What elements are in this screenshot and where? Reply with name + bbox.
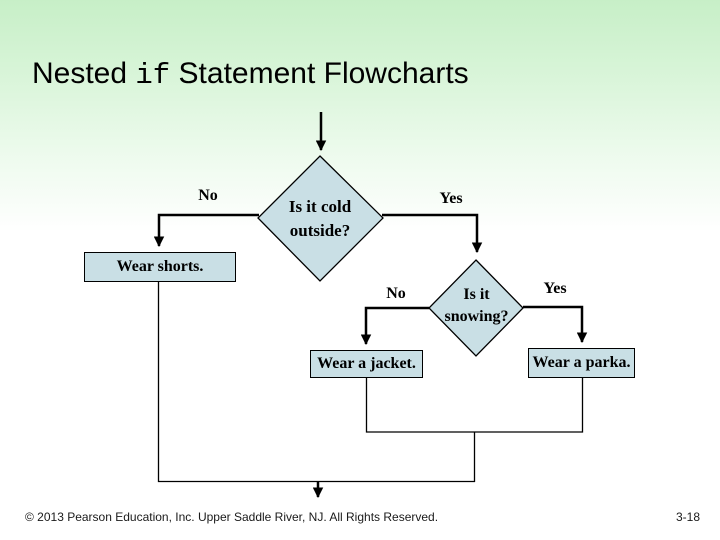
slide-title: Nested if Statement Flowcharts xyxy=(32,56,692,94)
process-box-wear-parka-label: Wear a parka. xyxy=(532,354,631,371)
decision1-no-label: No xyxy=(198,187,218,204)
title-text-suffix: Statement Flowcharts xyxy=(170,57,469,90)
decision1-yes-arrow xyxy=(382,213,483,254)
decision1-yes-label: Yes xyxy=(439,190,463,207)
decision2-text-line1: Is it xyxy=(463,286,490,303)
slide-page-number: 3-18 xyxy=(675,510,700,524)
decision2-yes-label: Yes xyxy=(543,280,567,297)
decision1-text-line2: outside? xyxy=(289,221,351,240)
decision2-no-label: No xyxy=(386,285,406,302)
decision1-diamond xyxy=(257,155,384,282)
merge-line-shorts-return xyxy=(157,282,475,483)
title-code-keyword: if xyxy=(135,59,171,92)
process-box-wear-parka: Wear a parka. xyxy=(528,348,635,378)
decision2-yes-arrow xyxy=(523,305,588,344)
decision2-no-arrow xyxy=(360,306,429,346)
process-box-wear-jacket-label: Wear a jacket. xyxy=(317,355,416,372)
process-box-wear-jacket: Wear a jacket. xyxy=(310,350,423,378)
process-box-wear-shorts: Wear shorts. xyxy=(84,252,236,282)
decision1-text: Is it cold outside? xyxy=(257,195,383,243)
decision1-no-arrow xyxy=(153,213,259,248)
decision2-text: Is it snowing? xyxy=(429,284,524,328)
footer-copyright: © 2013 Pearson Education, Inc. Upper Sad… xyxy=(25,510,439,524)
process-box-wear-shorts-label: Wear shorts. xyxy=(116,258,204,275)
decision2-diamond xyxy=(428,259,524,357)
merge-line-jacket-parka xyxy=(365,378,584,433)
title-text-prefix: Nested xyxy=(32,57,136,90)
decision1-text-line1: Is it cold xyxy=(288,197,352,216)
decision2-text-line2: snowing? xyxy=(444,308,509,325)
